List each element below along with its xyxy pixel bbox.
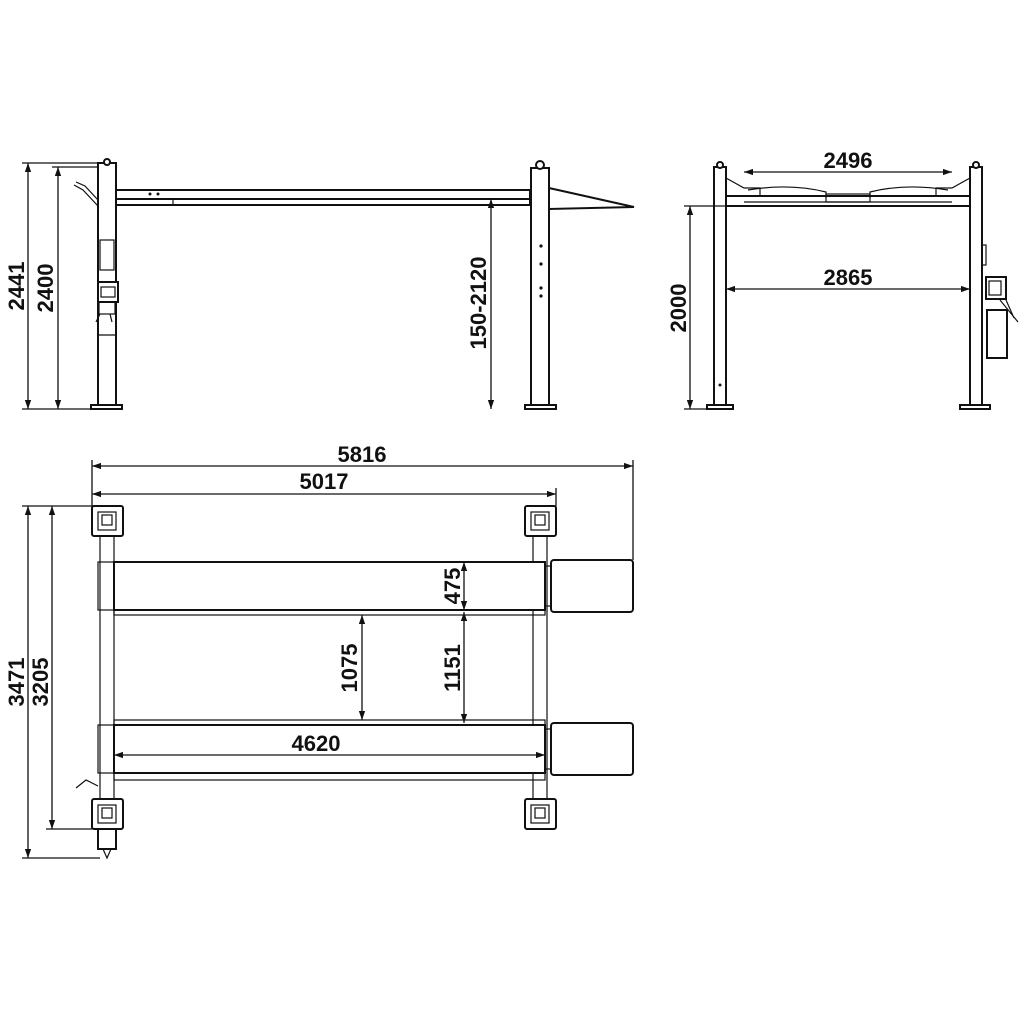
dim-text-2400: 2400 [33, 264, 58, 313]
plan-post-top-right [524, 505, 557, 537]
dim-text-2496: 2496 [824, 148, 873, 173]
side-ramp [548, 186, 635, 211]
dim-runway-spacing: 1151 [440, 612, 468, 723]
front-crossbeam [725, 176, 971, 207]
plan-right-crossbeam [532, 535, 548, 800]
dim-runway-track-width: 2496 [744, 148, 952, 176]
front-elevation-view: 2496 2865 2000 [666, 148, 1019, 410]
plan-post-top-left [91, 505, 124, 537]
dim-text-5017: 5017 [300, 469, 349, 494]
dim-text-5816: 5816 [338, 442, 387, 467]
dim-text-1075: 1075 [337, 644, 362, 693]
plan-runway-bottom [97, 719, 634, 781]
dim-overall-height: 2441 [4, 162, 98, 410]
dim-text-2441: 2441 [4, 262, 29, 311]
dim-inner-gap: 1075 [337, 615, 366, 720]
dim-text-475: 475 [440, 568, 465, 605]
side-runway [115, 189, 531, 206]
dim-column-height: 2400 [33, 166, 98, 409]
dim-text-1151: 1151 [440, 644, 465, 692]
plan-view: 5816 5017 475 1075 1151 4620 3471 [4, 442, 634, 860]
dim-text-3205: 3205 [28, 658, 53, 707]
dim-lift-range: 150-2120 [466, 199, 495, 409]
dim-text-150-2120: 150-2120 [466, 257, 491, 350]
dim-text-2865: 2865 [824, 265, 873, 290]
plan-post-bottom-left [75, 779, 124, 860]
dim-clear-height: 2000 [666, 205, 726, 410]
dim-runway-width: 475 [440, 562, 468, 610]
dim-runway-length: 4620 [114, 731, 545, 759]
dim-text-2000: 2000 [666, 284, 691, 333]
dim-overall-length: 5816 [91, 442, 634, 560]
dim-column-spacing-length: 5017 [92, 469, 557, 506]
side-left-column [73, 158, 123, 410]
dim-column-spacing-width: 3205 [28, 506, 92, 830]
plan-post-bottom-right [524, 798, 557, 830]
plan-runway-top [97, 559, 634, 616]
dim-clear-width: 2865 [726, 265, 970, 293]
dim-text-3471: 3471 [4, 658, 29, 707]
side-elevation-view: 2441 2400 150-2120 [4, 158, 635, 410]
dim-text-4620: 4620 [292, 731, 341, 756]
plan-left-crossbeam [99, 535, 115, 800]
dim-overall-width: 3471 [4, 505, 100, 859]
side-right-column [524, 160, 557, 410]
front-right-column [959, 161, 1019, 410]
